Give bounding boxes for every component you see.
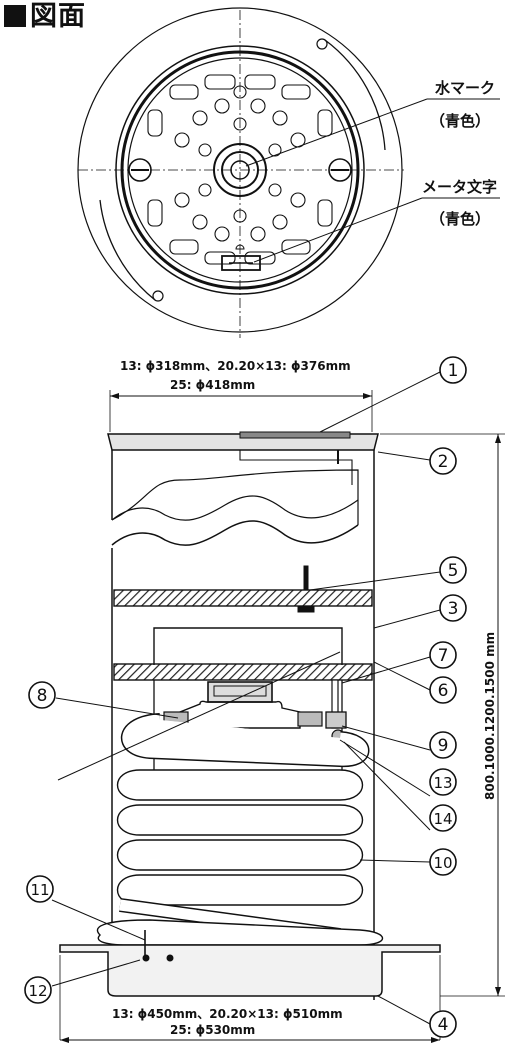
bottom-diameter-dimension-line2: 25: ϕ530mm	[170, 1023, 255, 1037]
callout-9: 9	[429, 731, 457, 759]
svg-text:10: 10	[433, 854, 452, 872]
callout-13: 13	[429, 768, 457, 796]
top-diameter-dimension-line1: 13: ϕ318mm、20.20×13: ϕ376mm	[120, 359, 351, 373]
callout-2: 2	[429, 447, 457, 475]
square-bullet-icon	[4, 5, 26, 27]
svg-text:5: 5	[448, 561, 459, 581]
svg-text:11: 11	[30, 881, 49, 899]
callout-5: 5	[439, 556, 467, 584]
svg-text:13: 13	[433, 774, 452, 792]
svg-text:6: 6	[438, 681, 449, 701]
water-mark-label: 水マーク	[435, 79, 495, 97]
callout-leaders	[51, 371, 441, 1025]
callout-12: 12	[24, 976, 52, 1004]
water-mark-color-label: （青色）	[430, 112, 490, 130]
top-diameter-dimension-line2: 25: ϕ418mm	[170, 378, 255, 392]
callout-1: 1	[439, 356, 467, 384]
svg-text:1: 1	[448, 361, 459, 381]
callout-10: 10	[429, 848, 457, 876]
bottom-diameter-dimension-line1: 13: ϕ450mm、20.20×13: ϕ510mm	[112, 1007, 343, 1021]
top-view	[77, 7, 404, 338]
svg-text:9: 9	[438, 736, 449, 756]
callout-6: 6	[429, 676, 457, 704]
callout-7: 7	[429, 641, 457, 669]
callout-8: 8	[28, 681, 56, 709]
height-dimension: 800.1000.1200.1500 mm	[483, 632, 497, 800]
svg-text:2: 2	[438, 452, 449, 472]
svg-text:14: 14	[433, 810, 452, 828]
meter-text-label: メータ文字	[422, 178, 497, 196]
svg-text:4: 4	[438, 1015, 449, 1035]
svg-text:12: 12	[28, 982, 47, 1000]
figure-heading: 図面	[4, 0, 86, 33]
svg-text:7: 7	[438, 646, 449, 666]
svg-text:3: 3	[448, 599, 459, 619]
figure-heading-text: 図面	[30, 1, 86, 32]
callout-14: 14	[429, 804, 457, 832]
meter-text-color-label: （青色）	[430, 210, 490, 228]
side-view	[59, 431, 441, 1000]
callout-11: 11	[26, 875, 54, 903]
svg-text:8: 8	[37, 686, 48, 706]
callout-4: 4	[429, 1010, 457, 1038]
callout-3: 3	[439, 594, 467, 622]
